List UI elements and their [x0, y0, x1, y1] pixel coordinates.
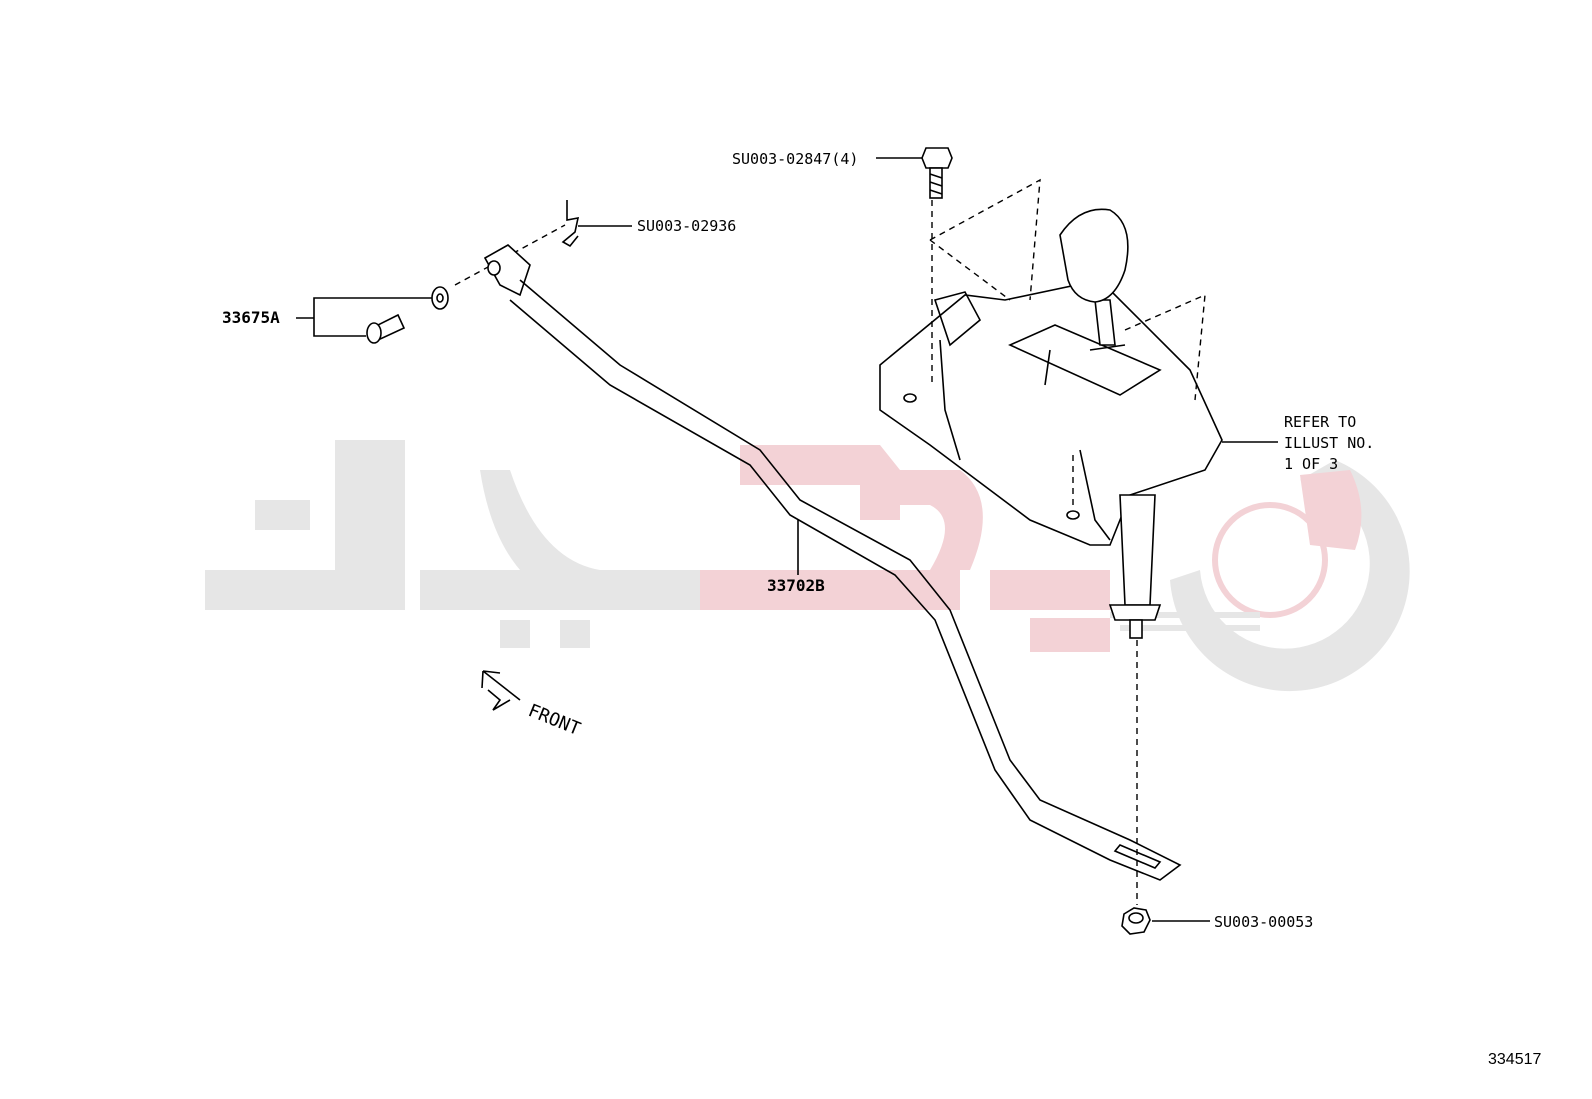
leader-lines	[296, 157, 1278, 922]
front-label: FRONT	[525, 700, 583, 740]
reference-line-1: REFER TO	[1284, 413, 1356, 431]
bolt	[921, 147, 953, 199]
bolt-label: SU003-02847(4)	[732, 150, 858, 168]
illustration-number: 334517	[1488, 1051, 1541, 1068]
nut-label: SU003-00053	[1214, 913, 1313, 931]
washer	[431, 286, 449, 310]
nut	[1121, 907, 1151, 935]
clip-label: SU003-02936	[637, 217, 736, 235]
pin-washer-label: 33675A	[222, 308, 280, 327]
reference-line-3: 1 OF 3	[1284, 455, 1338, 473]
shift-lever-assembly	[879, 208, 1223, 639]
pin	[366, 313, 406, 344]
rod-label: 33702B	[767, 576, 825, 595]
watermark-logo	[205, 440, 1410, 692]
clip	[561, 200, 580, 248]
reference-line-2: ILLUST NO.	[1284, 434, 1374, 452]
shift-rod	[483, 244, 1182, 881]
front-arrow-icon	[481, 670, 521, 711]
